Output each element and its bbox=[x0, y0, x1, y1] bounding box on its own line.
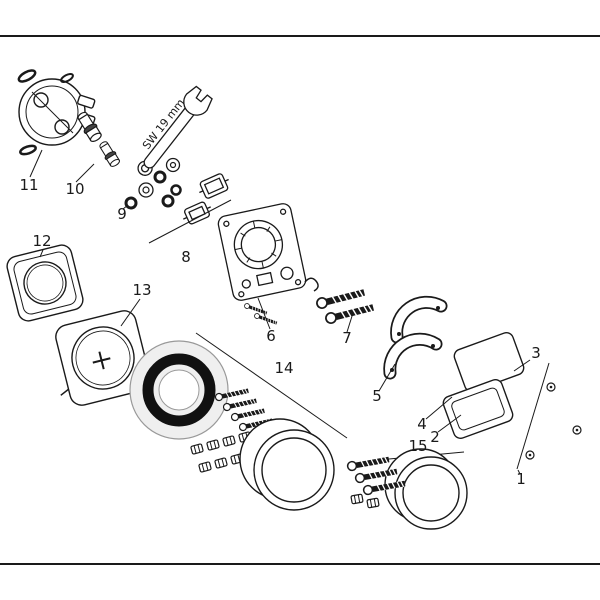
callout-6: 6 bbox=[266, 327, 276, 345]
part-basic-set bbox=[129, 332, 348, 511]
leader-line-6 bbox=[257, 297, 271, 330]
callout-15: 15 bbox=[408, 437, 427, 455]
leader-line-13 bbox=[120, 298, 141, 327]
part-clamp-segments bbox=[383, 295, 448, 380]
callout-10: 10 bbox=[65, 180, 84, 198]
clip bbox=[350, 493, 364, 505]
part-escutcheon-plate bbox=[55, 310, 151, 406]
leader-line-1 bbox=[517, 469, 521, 475]
callout-8: 8 bbox=[181, 248, 191, 266]
clip bbox=[214, 457, 228, 469]
callout-11: 11 bbox=[19, 176, 38, 194]
leader-line-4 bbox=[425, 396, 453, 420]
sleeve bbox=[239, 418, 335, 511]
callout-9: 9 bbox=[117, 205, 127, 223]
callout-7: 7 bbox=[342, 329, 352, 347]
clip bbox=[222, 435, 236, 447]
clip bbox=[206, 439, 220, 451]
callout-1: 1 bbox=[516, 470, 526, 488]
part-cover-plates bbox=[442, 331, 525, 440]
clip bbox=[198, 461, 212, 473]
callout-3: 3 bbox=[531, 344, 541, 362]
part-cartridges bbox=[77, 111, 120, 167]
callout-2: 2 bbox=[430, 428, 440, 446]
leader-line-8 bbox=[148, 199, 232, 244]
part-mounting-brackets bbox=[161, 173, 229, 225]
screw bbox=[223, 397, 257, 411]
leader-line-7 bbox=[346, 312, 354, 333]
screw bbox=[231, 407, 265, 421]
part-function-unit bbox=[217, 203, 307, 301]
part-extension-set bbox=[347, 448, 468, 530]
callout-12: 12 bbox=[32, 232, 51, 250]
part-long-screws bbox=[304, 277, 375, 325]
leader-line-2 bbox=[437, 414, 462, 433]
leader-line-12 bbox=[39, 249, 44, 258]
callout-14: 14 bbox=[274, 359, 293, 377]
part-seal-caps bbox=[124, 157, 181, 210]
clip bbox=[366, 497, 380, 509]
leader-line-14 bbox=[195, 332, 348, 439]
callout-13: 13 bbox=[132, 281, 151, 299]
screw bbox=[316, 288, 366, 310]
leader-line-3 bbox=[513, 359, 531, 372]
screw bbox=[325, 303, 375, 325]
leader-line-5 bbox=[378, 363, 396, 392]
callout-4: 4 bbox=[417, 415, 427, 433]
clip bbox=[190, 443, 204, 455]
leader-line-11 bbox=[29, 149, 43, 178]
screw bbox=[347, 455, 390, 471]
part-escutcheon-frame bbox=[6, 244, 84, 322]
leader-line-9 bbox=[122, 204, 129, 210]
callout-5: 5 bbox=[372, 387, 382, 405]
leader-line-10 bbox=[75, 163, 95, 183]
part-seal-set bbox=[516, 362, 582, 470]
extension-ring bbox=[384, 448, 468, 530]
